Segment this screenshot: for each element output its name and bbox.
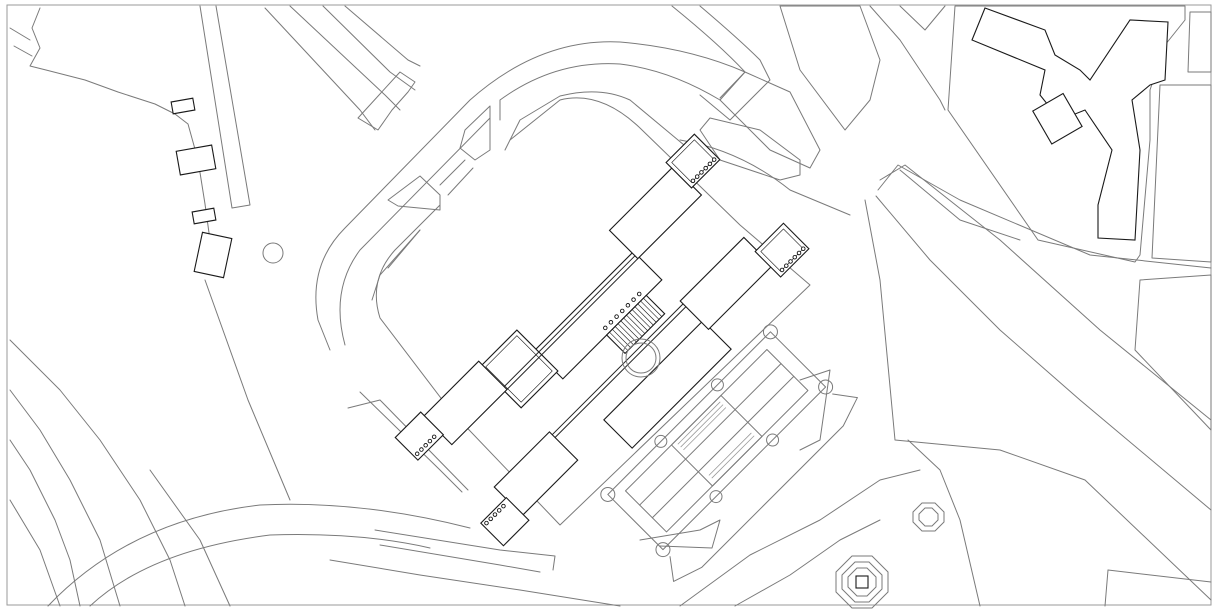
left-building-outline: [29, 7, 211, 241]
central-wing-lower: [603, 320, 732, 449]
plot-triangle-1: [459, 105, 491, 161]
plot-triangle-2: [387, 175, 441, 211]
nw-end-pavilion: [394, 411, 445, 461]
east-district: [877, 5, 1212, 431]
octagonal-pavilion-large: [835, 555, 889, 609]
ne-end-pavilion: [665, 133, 721, 189]
outbuilding-4: [193, 231, 233, 279]
block-e-1: [1187, 11, 1212, 73]
block-ne-3: [699, 117, 801, 181]
colonnade-columns: [414, 157, 806, 526]
outbuilding-2: [175, 144, 217, 176]
block-e-2: [1151, 84, 1212, 263]
block-ne-2: [779, 5, 881, 131]
octagonal-pavilion-small: [912, 502, 945, 532]
inner-terrace-outline: [375, 97, 811, 526]
north-west-road: [264, 5, 491, 211]
sw-end-pavilion: [480, 496, 530, 547]
annex-building: [1032, 92, 1083, 145]
courtyard-fountain: [621, 338, 661, 378]
perimeter-ring: [315, 41, 811, 526]
formal-garden-steps: [600, 324, 858, 582]
left-district: [9, 5, 291, 607]
east-block-outline: [947, 5, 1186, 263]
southern-roads: [47, 164, 1212, 607]
outbuilding-3: [191, 207, 217, 225]
main-building: [394, 133, 810, 547]
se-end-pavilion: [754, 222, 810, 278]
block-ne-1: [719, 71, 821, 169]
block-e-3: [1134, 274, 1212, 431]
outbuilding-1: [170, 97, 196, 115]
round-plot: [262, 242, 284, 264]
gate-lodge: [357, 71, 416, 131]
north-east-blocks: [671, 5, 946, 216]
